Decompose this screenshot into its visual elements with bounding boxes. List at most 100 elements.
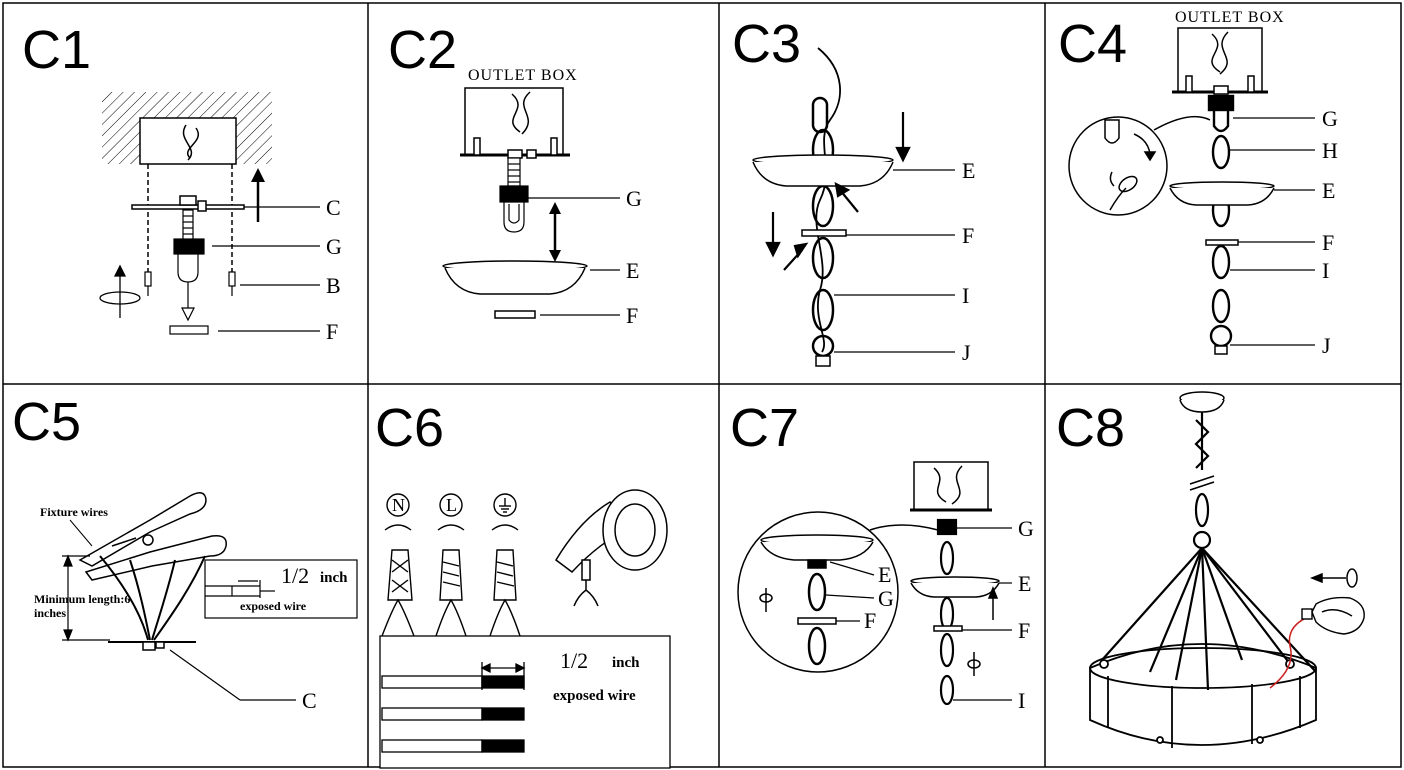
panel-c2: C2 OUTLET BOX [388, 20, 642, 328]
canopy-c2 [442, 260, 588, 319]
threaded-nipple-c1 [169, 209, 209, 335]
live-symbol: L [446, 495, 457, 515]
mounting-strap [131, 164, 245, 272]
panel-label-c7: C7 [730, 398, 799, 458]
wire-c3 [815, 47, 841, 353]
inch-unit-c5: inch [320, 570, 348, 586]
half-inch-value-c5: 1/2 [281, 563, 309, 588]
min-length-label: Minimum length:6 [34, 592, 130, 606]
tape-roll-c6 [555, 489, 668, 607]
outlet-box-c4 [1172, 27, 1268, 95]
chain-c3 [811, 96, 835, 367]
callout-e-zoom: E [878, 562, 891, 587]
wires-c5 [99, 555, 206, 641]
threaded-nipple-c2 [499, 157, 529, 233]
callout-f: F [1018, 618, 1030, 643]
zoom-detail-c4 [1068, 115, 1211, 216]
red-wire-c8 [1269, 615, 1311, 689]
callout-j: J [1322, 333, 1331, 358]
callout-f: F [962, 223, 974, 248]
min-length-unit: inches [34, 606, 66, 620]
double-arrow-c2 [549, 202, 561, 262]
strip-table-c6 [379, 635, 671, 769]
panel-c3: C3 [732, 14, 975, 367]
callout-e: E [1322, 178, 1335, 203]
inset-box-c5 [204, 559, 358, 619]
ceiling-hatch [102, 92, 272, 165]
leaders-c3 [834, 169, 955, 353]
wire-nuts-c6 [381, 549, 521, 637]
outlet-box-c2 [460, 87, 570, 159]
zoom-detail-c7 [737, 511, 939, 673]
callout-i: I [962, 283, 969, 308]
callout-f-zoom: F [864, 608, 876, 633]
callout-i: I [1322, 258, 1329, 283]
callout-f: F [1322, 230, 1334, 255]
pendant-canopy-c8 [1179, 391, 1225, 413]
panel-label-c2: C2 [388, 20, 457, 80]
chain-c7 [936, 518, 958, 706]
bulb-c8 [1301, 596, 1365, 635]
length-dimension-c5 [62, 554, 110, 642]
canopy-c7 [910, 576, 1000, 598]
callout-g-zoom: G [878, 586, 894, 611]
chain-c4 [1207, 94, 1235, 355]
leaders-c4 [1230, 117, 1315, 346]
callout-b: B [326, 273, 341, 298]
exposed-wire-label-c5: exposed wire [240, 599, 307, 613]
panel-label-c1: C1 [22, 20, 91, 80]
callout-j: J [962, 340, 971, 365]
exposed-wire-label-c6: exposed wire [553, 688, 636, 704]
callout-g: G [626, 186, 642, 211]
panel-label-c8: C8 [1056, 398, 1125, 458]
callout-f: F [326, 319, 338, 344]
panel-label-c4: C4 [1058, 14, 1127, 74]
leaders-c1 [212, 206, 320, 332]
canopy-c4 [1169, 181, 1275, 206]
mounting-plate-c5 [108, 641, 196, 651]
arrows-c3 [765, 112, 911, 271]
pendant-chain-c8 [1189, 412, 1215, 550]
callout-c: C [302, 688, 317, 713]
panel-c7: C7 [730, 398, 1034, 713]
screws-c1 [144, 271, 236, 296]
panel-c1: C1 [22, 20, 342, 344]
callout-e: E [962, 158, 975, 183]
outlet-box-c7 [910, 461, 992, 512]
arrows-c7 [759, 585, 999, 676]
collar-c3 [801, 229, 847, 237]
inch-unit-c6: inch [612, 655, 640, 671]
up-arrow-c1 [251, 168, 265, 222]
panel-c8: C8 [1056, 391, 1365, 748]
neutral-symbol: N [392, 495, 405, 515]
rotation-arrow-c1 [99, 264, 141, 318]
callout-e: E [1018, 571, 1031, 596]
fixture-wires-label: Fixture wires [40, 505, 108, 519]
panel-c6: C6 N L [375, 398, 671, 769]
panel-label-c3: C3 [732, 14, 801, 74]
panel-c5: C5 Fixture wires Minimum length:6 inches [12, 392, 358, 713]
collar-c4 [1205, 239, 1239, 246]
leaders-c2 [528, 197, 620, 316]
wire-stripper-c5 [78, 492, 227, 581]
panel-label-c5: C5 [12, 392, 81, 452]
callout-i: I [1018, 688, 1025, 713]
callout-g: G [326, 234, 342, 259]
leaders-c7 [825, 527, 1012, 701]
outlet-box-label-c4: OUTLET BOX [1175, 9, 1285, 26]
panel-c4: C4 OUTLET BOX [1058, 9, 1338, 358]
pendant-arms-c8 [1101, 547, 1317, 691]
outlet-box-label-c2: OUTLET BOX [468, 67, 578, 84]
callout-h: H [1322, 138, 1338, 163]
pendant-drum-c8 [1089, 643, 1317, 748]
rotation-arrow-c8 [1309, 568, 1358, 588]
callout-g: G [1322, 106, 1338, 131]
callout-g: G [1018, 516, 1034, 541]
callout-f: F [626, 303, 638, 328]
collar-c7 [933, 625, 963, 632]
wire-symbols-c6 [384, 493, 519, 531]
callout-e: E [626, 258, 639, 283]
panel-label-c6: C6 [375, 398, 444, 458]
